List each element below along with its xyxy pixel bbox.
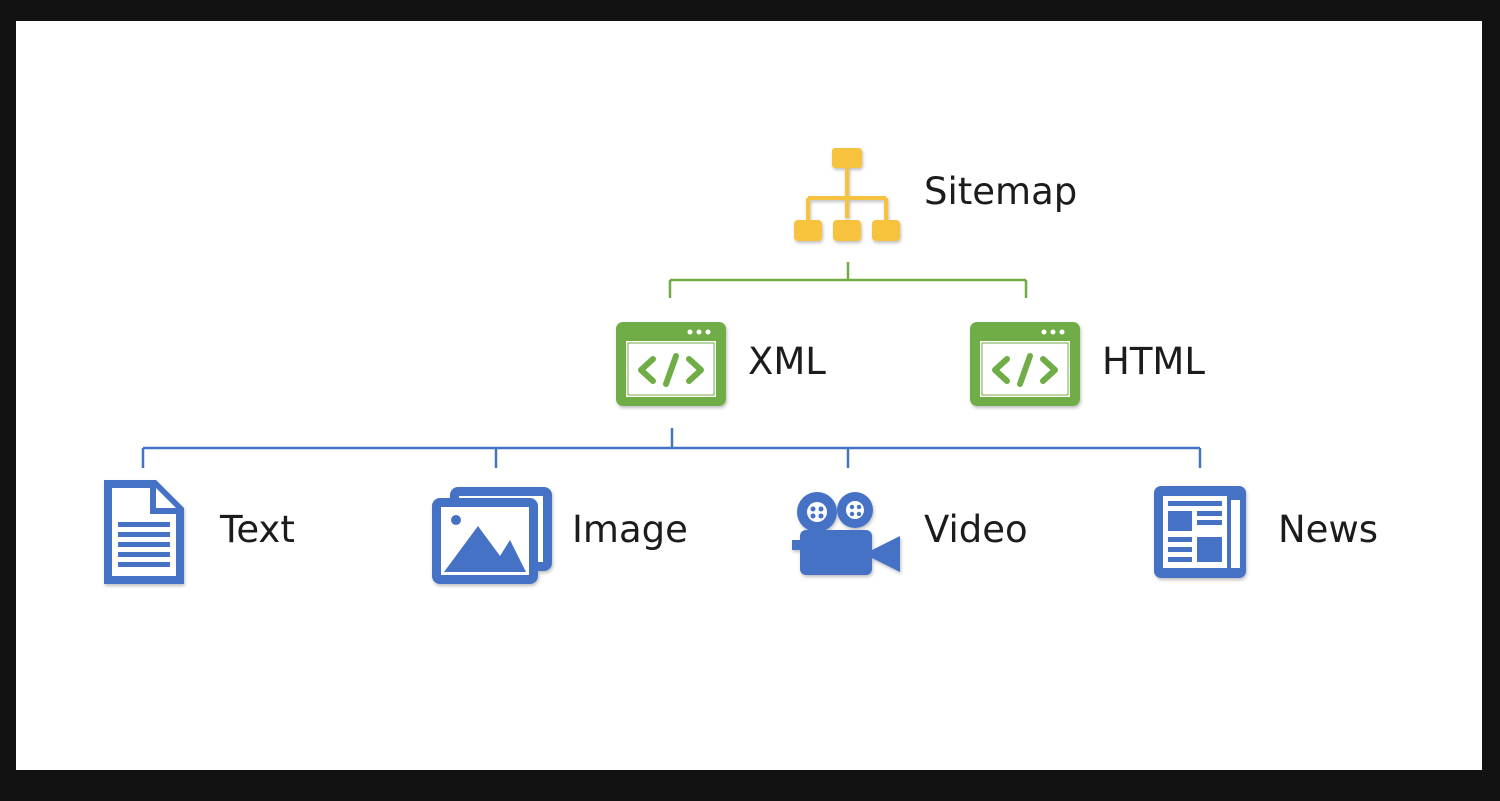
newspaper-icon [1154, 486, 1246, 578]
xml-label: XML [748, 340, 826, 383]
sitemap-hierarchy-icon [794, 148, 900, 241]
text-label: Text [220, 508, 295, 551]
sitemap-connector [668, 262, 1028, 298]
diagram-canvas [16, 21, 1482, 770]
html-code-window-icon [970, 322, 1080, 406]
news-label: News [1278, 508, 1378, 551]
sitemap-label: Sitemap [924, 170, 1078, 213]
video-camera-icon [792, 492, 900, 575]
image-label: Image [572, 508, 688, 551]
html-label: HTML [1102, 340, 1205, 383]
xml-code-window-icon [616, 322, 726, 406]
document-icon [104, 480, 184, 584]
video-label: Video [924, 508, 1028, 551]
xml-connector [141, 428, 1202, 468]
image-gallery-icon [432, 487, 552, 584]
